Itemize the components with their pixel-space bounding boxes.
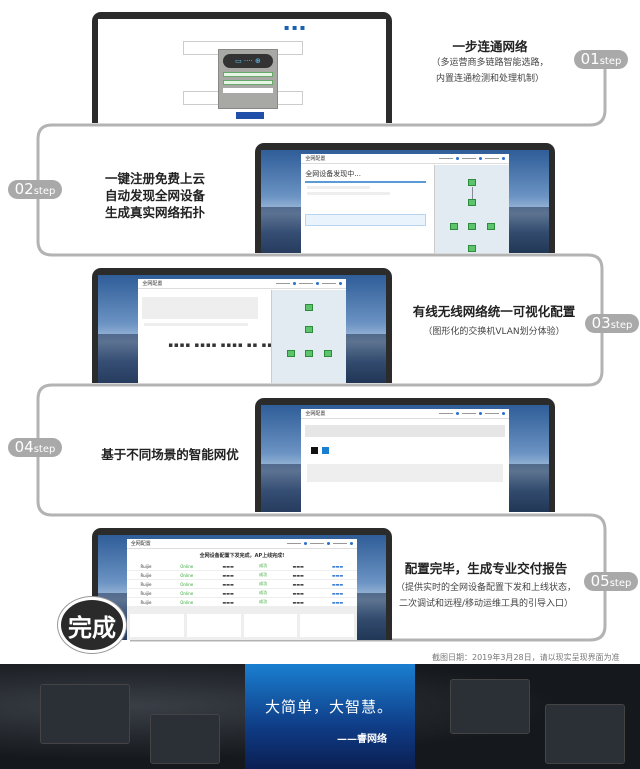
device-brand: Ruijie <box>126 588 166 598</box>
laptop-step2: 全网配置 全网设备发现中... <box>255 143 555 253</box>
step2-title-line2: 自动发现全网设备 <box>104 188 205 203</box>
laptop-step4: 全网配置 <box>255 398 555 512</box>
row-link[interactable]: ▬▬▬ <box>317 588 358 598</box>
step-number: 01 <box>580 50 600 68</box>
app-title: 全网配置 <box>305 411 326 417</box>
next-button[interactable] <box>236 112 264 119</box>
row-link[interactable]: ▬▬▬ <box>317 562 358 571</box>
step4-title: 基于不同场景的智能网优 <box>101 447 239 462</box>
step5-desc-line2: 二次调试和远程/移动运维工具的引导入口） <box>398 599 574 609</box>
app-window: 全网配置 全网设备发现中... <box>301 154 509 253</box>
topology-panel <box>271 290 346 383</box>
step-number: 05 <box>590 572 610 590</box>
step-number: 04 <box>14 438 34 456</box>
step-suffix: step <box>610 320 633 331</box>
config-result: 成功 <box>247 579 279 589</box>
step-suffix: step <box>33 186 56 197</box>
step-connector-line <box>36 68 607 642</box>
step5-title: 配置完毕，生成专业交付报告 <box>404 561 568 576</box>
step5-desc-line1: （提供实时的全网设备配置下发和上线状态， <box>395 583 576 593</box>
slogan-box: 大简单，大智慧。 ——睿网络 <box>245 664 415 769</box>
bottom-banner: 大简单，大智慧。 ——睿网络 <box>0 664 640 769</box>
step-number: 03 <box>591 314 611 332</box>
laptop-step1: ▪ ▪ ▪ ▭ ···· ⊕ <box>92 12 392 123</box>
slogan-signature: ——睿网络 <box>337 734 387 745</box>
step3-text: 有线无线网络统一可视化配置 （图形化的交换机VLAN划分体验） <box>405 303 583 340</box>
slogan: 大简单，大智慧。 <box>265 698 394 716</box>
device-status: Online <box>165 588 209 598</box>
row-link[interactable]: ▬▬▬ <box>317 570 358 580</box>
step1-desc-line2: 内置连通检测和处理机制） <box>435 74 544 84</box>
app-title: 全网配置 <box>130 541 151 547</box>
device-brand: Ruijie <box>126 562 166 571</box>
discovery-progress <box>305 181 426 183</box>
step5-text: 配置完毕，生成专业交付报告 （提供实时的全网设备配置下发和上线状态， 二次调试和… <box>392 560 580 612</box>
step-suffix: step <box>33 444 56 455</box>
connect-dialog: ▭ ···· ⊕ <box>218 49 278 109</box>
app-title: 全网配置 <box>305 156 326 162</box>
step1-text: 一步连通网络 （多运营商多链路智能选路， 内置连通检测和处理机制） <box>410 38 570 87</box>
row-link[interactable]: ▬▬▬ <box>317 579 358 589</box>
config-result: 成功 <box>247 570 279 580</box>
step-number: 02 <box>14 180 34 198</box>
discovering-status: 全网设备发现中... <box>305 170 361 178</box>
screenshot-date-note: 截图日期：2019年3月28日，请以现实呈现界面为准 <box>432 653 620 662</box>
step2-title-line3: 生成真实网络拓扑 <box>104 205 205 220</box>
step1-desc-line1: （多运营商多链路智能选路， <box>431 58 549 68</box>
scenario-selector[interactable] <box>305 425 505 437</box>
device-brand: Ruijie <box>126 579 166 589</box>
app-title: 全网配置 <box>142 281 163 287</box>
device-status: Online <box>165 579 209 589</box>
config-result: 成功 <box>247 562 279 571</box>
completion-message: 全网设备配置下发完成，AP上线完成! <box>199 553 285 559</box>
step3-desc: （图形化的交换机VLAN划分体验） <box>423 327 565 337</box>
step-suffix: step <box>599 56 622 67</box>
laptop-step3: 全网配置 ▪▪▪▪ ▪▪▪▪ ▪▪▪▪ ▪▪ ▪▪ <box>92 268 392 383</box>
step1-title: 一步连通网络 <box>452 39 528 54</box>
switch-ports: ▪▪▪▪ ▪▪▪▪ ▪▪▪▪ ▪▪ ▪▪ <box>168 341 274 349</box>
step2-text: 一键注册免费上云 自动发现全网设备 生成真实网络拓扑 <box>80 170 230 221</box>
step2-title-line1: 一键注册免费上云 <box>104 171 205 186</box>
device-status: Online <box>165 570 209 580</box>
complete-badge: 完成 <box>58 597 126 653</box>
device-status: Online <box>165 562 209 571</box>
step4-text: 基于不同场景的智能网优 <box>85 446 255 463</box>
port-icons: ▪ ▪ ▪ <box>284 23 306 32</box>
step-suffix: step <box>609 578 632 589</box>
topology-panel <box>434 165 509 253</box>
device-brand: Ruijie <box>126 570 166 580</box>
screen-connect-network: ▪ ▪ ▪ ▭ ···· ⊕ <box>98 19 386 123</box>
config-result: 成功 <box>247 588 279 598</box>
step3-title: 有线无线网络统一可视化配置 <box>412 304 576 319</box>
